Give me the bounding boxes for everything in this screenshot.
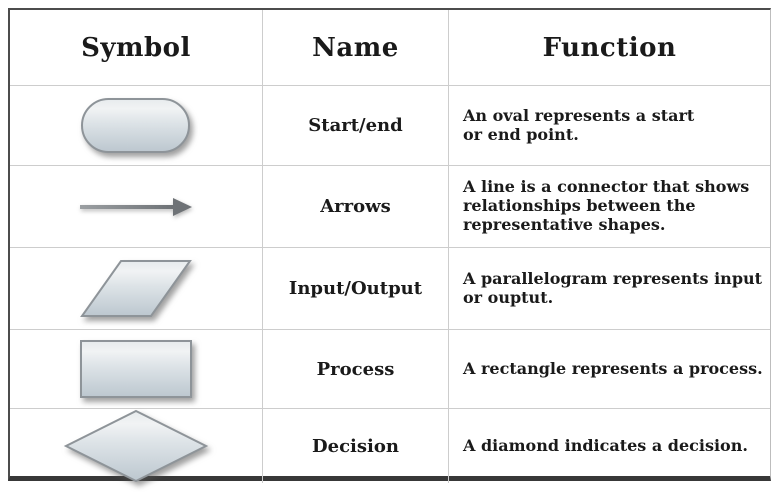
input-output-parallelogram-symbol [80,259,192,317]
decision-diamond-symbol [63,409,209,483]
function-text: An oval represents a start or end point. [449,86,770,166]
name-label: Decision [263,409,449,483]
symbol-cell-process [10,330,263,409]
function-text: A parallelogram represents input or oupt… [449,248,770,330]
arrow-symbol [80,197,192,216]
start-end-oval-symbol [81,97,190,153]
symbol-cell-arrows [10,166,263,248]
symbol-cell-input-output [10,248,263,330]
name-label: Process [263,330,449,409]
name-label: Input/Output [263,248,449,330]
function-text: A line is a connector that shows relatio… [449,166,770,248]
header-symbol: Symbol [10,10,263,86]
function-text: A diamond indicates a decision. [463,435,748,455]
symbol-cell-decision [10,409,263,483]
symbol-cell-start-end [10,86,263,166]
header-function: Function [449,10,770,86]
flowchart-symbols-table: Symbol Name Function Start/end An oval r… [8,8,771,483]
name-label: Arrows [263,166,449,248]
function-text: A rectangle represents a process. [449,330,770,409]
process-rectangle-symbol [80,340,192,398]
header-name: Name [263,10,449,86]
name-label: Start/end [263,86,449,166]
